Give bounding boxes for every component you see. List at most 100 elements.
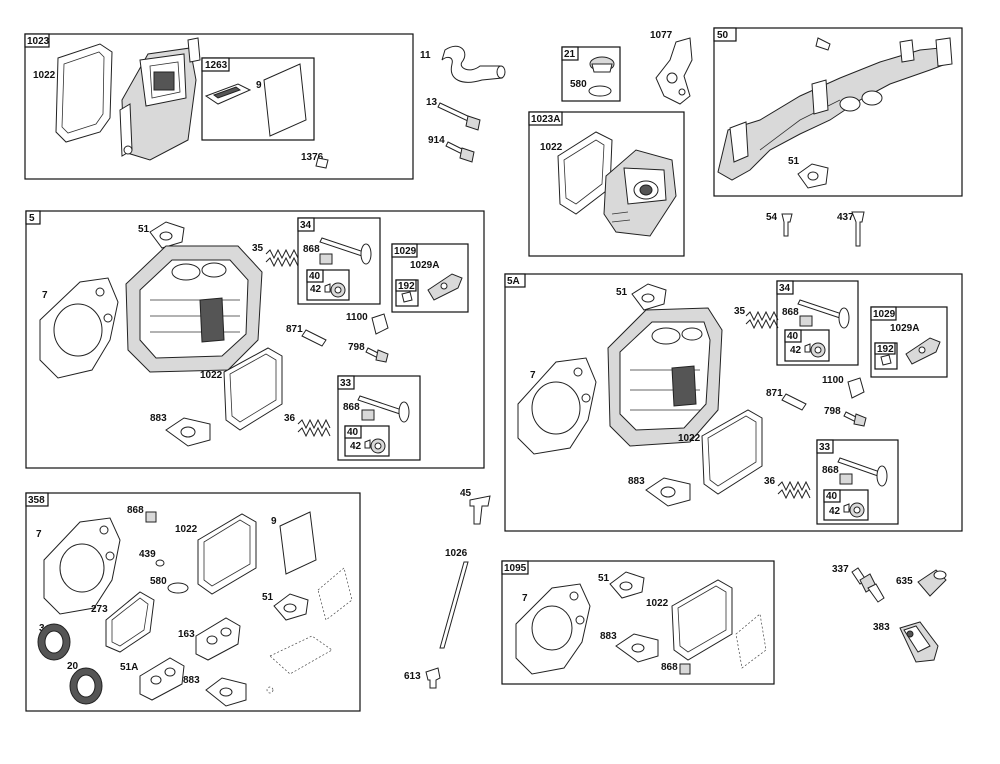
pin-871 (781, 393, 807, 411)
label-1077: 1077 (650, 30, 673, 41)
breather-tube (441, 45, 503, 83)
spark-plug-337 (851, 567, 885, 603)
valve-cover-gasket (197, 513, 257, 595)
group-33-tag: 33 (819, 442, 831, 453)
label-51: 51 (788, 156, 800, 167)
label-3: 3 (39, 623, 45, 634)
valve-keepers (324, 283, 331, 293)
valve-cover-gasket (55, 43, 113, 143)
loose-parts-right: 337 635 383 (832, 564, 947, 663)
label-51: 51 (262, 592, 274, 603)
rocker-stud-1100 (371, 313, 389, 335)
valve-keepers (804, 343, 811, 353)
breather-gasket (263, 63, 307, 137)
label-1022: 1022 (540, 142, 563, 153)
gasket-51A (139, 657, 185, 701)
label-580: 580 (570, 79, 587, 90)
label-883: 883 (600, 631, 617, 642)
screw-54 (781, 213, 793, 237)
group-192-tag: 192 (398, 281, 415, 292)
label-7: 7 (42, 290, 48, 301)
label-45: 45 (460, 488, 472, 499)
valve-spring-35 (265, 248, 299, 260)
gasket-outline (269, 635, 333, 675)
label-11: 11 (420, 50, 431, 61)
screw-1376 (315, 157, 329, 169)
label-42: 42 (829, 506, 841, 517)
label-439: 439 (139, 549, 156, 560)
fitting (815, 37, 831, 51)
label-1022: 1022 (678, 433, 701, 444)
gasket-163 (195, 617, 241, 661)
valve-spring-36 (297, 418, 331, 430)
valve-seal (839, 473, 853, 485)
label-1022: 1022 (33, 70, 56, 81)
label-580: 580 (150, 576, 167, 587)
valve-seal (319, 253, 333, 265)
label-883: 883 (150, 413, 167, 424)
cylinder-head (607, 307, 723, 447)
label-1022: 1022 (646, 598, 669, 609)
label-1022: 1022 (200, 370, 223, 381)
group-40-tag: 40 (309, 271, 321, 282)
label-13: 13 (426, 97, 438, 108)
seal-439 (155, 559, 165, 567)
group-1023A-tag: 1023A (531, 114, 560, 125)
valve-spring-36 (777, 480, 811, 492)
group-21: 21 580 (561, 46, 621, 102)
bracket-1077 (655, 37, 693, 105)
intake-manifold (717, 37, 953, 181)
gasket-outline (735, 613, 767, 669)
push-rod-1026 (439, 561, 469, 649)
label-868: 868 (661, 662, 678, 673)
label-36: 36 (764, 476, 776, 487)
gasket-outline (317, 567, 353, 621)
group-1029-tag: 1029 (873, 309, 896, 320)
valve-cover-gasket (671, 579, 733, 661)
group-50-tag: 50 (717, 30, 729, 41)
group-5A-tag: 5A (507, 276, 520, 287)
cylinder-head (125, 245, 263, 373)
label-871: 871 (766, 388, 783, 399)
group-192-tag: 192 (877, 344, 894, 355)
label-1026: 1026 (445, 548, 468, 559)
group-5-tag: 5 (29, 213, 35, 224)
pin-871 (301, 329, 327, 347)
valve-spring-35 (745, 310, 779, 322)
group-1023A: 1023A 1022 (528, 111, 685, 257)
valve-seal (679, 663, 691, 675)
label-868: 868 (822, 465, 839, 476)
label-273: 273 (91, 604, 108, 615)
label-51: 51 (616, 287, 628, 298)
label-1100: 1100 (822, 375, 844, 386)
ignition-coil-383 (899, 621, 939, 663)
valve-seal (145, 511, 157, 523)
label-1029A: 1029A (890, 323, 919, 334)
o-ring-580 (588, 85, 612, 97)
label-883: 883 (628, 476, 645, 487)
label-36: 36 (284, 413, 296, 424)
label-163: 163 (178, 629, 195, 640)
valve-cover-gasket (223, 347, 283, 431)
valve-cover-gasket (557, 131, 613, 215)
valve-guide-45 (469, 495, 491, 525)
label-42: 42 (310, 284, 322, 295)
loose-parts-top: 11 13 914 1077 54 437 (420, 30, 865, 247)
label-51: 51 (138, 224, 150, 235)
group-1029-tag: 1029 (394, 246, 417, 257)
label-868: 868 (303, 244, 320, 255)
label-9: 9 (256, 80, 262, 91)
label-7: 7 (530, 370, 536, 381)
group-1023: 1023 1022 1263 9 1376 (24, 33, 414, 180)
group-50: 50 51 (713, 27, 963, 197)
label-868: 868 (127, 505, 144, 516)
group-40-tag: 40 (347, 427, 359, 438)
bolt-437 (851, 211, 865, 247)
label-51: 51 (598, 573, 610, 584)
group-34-tag: 34 (300, 220, 312, 231)
group-1095-tag: 1095 (504, 563, 527, 574)
intake-valve (797, 299, 843, 319)
valve-keepers (843, 503, 850, 513)
group-5: 5 51 35 7 871 1022 883 36 1100 7 (25, 210, 485, 469)
group-358: 358 7 868 1022 9 439 580 273 51 3 163 20 (25, 492, 361, 712)
